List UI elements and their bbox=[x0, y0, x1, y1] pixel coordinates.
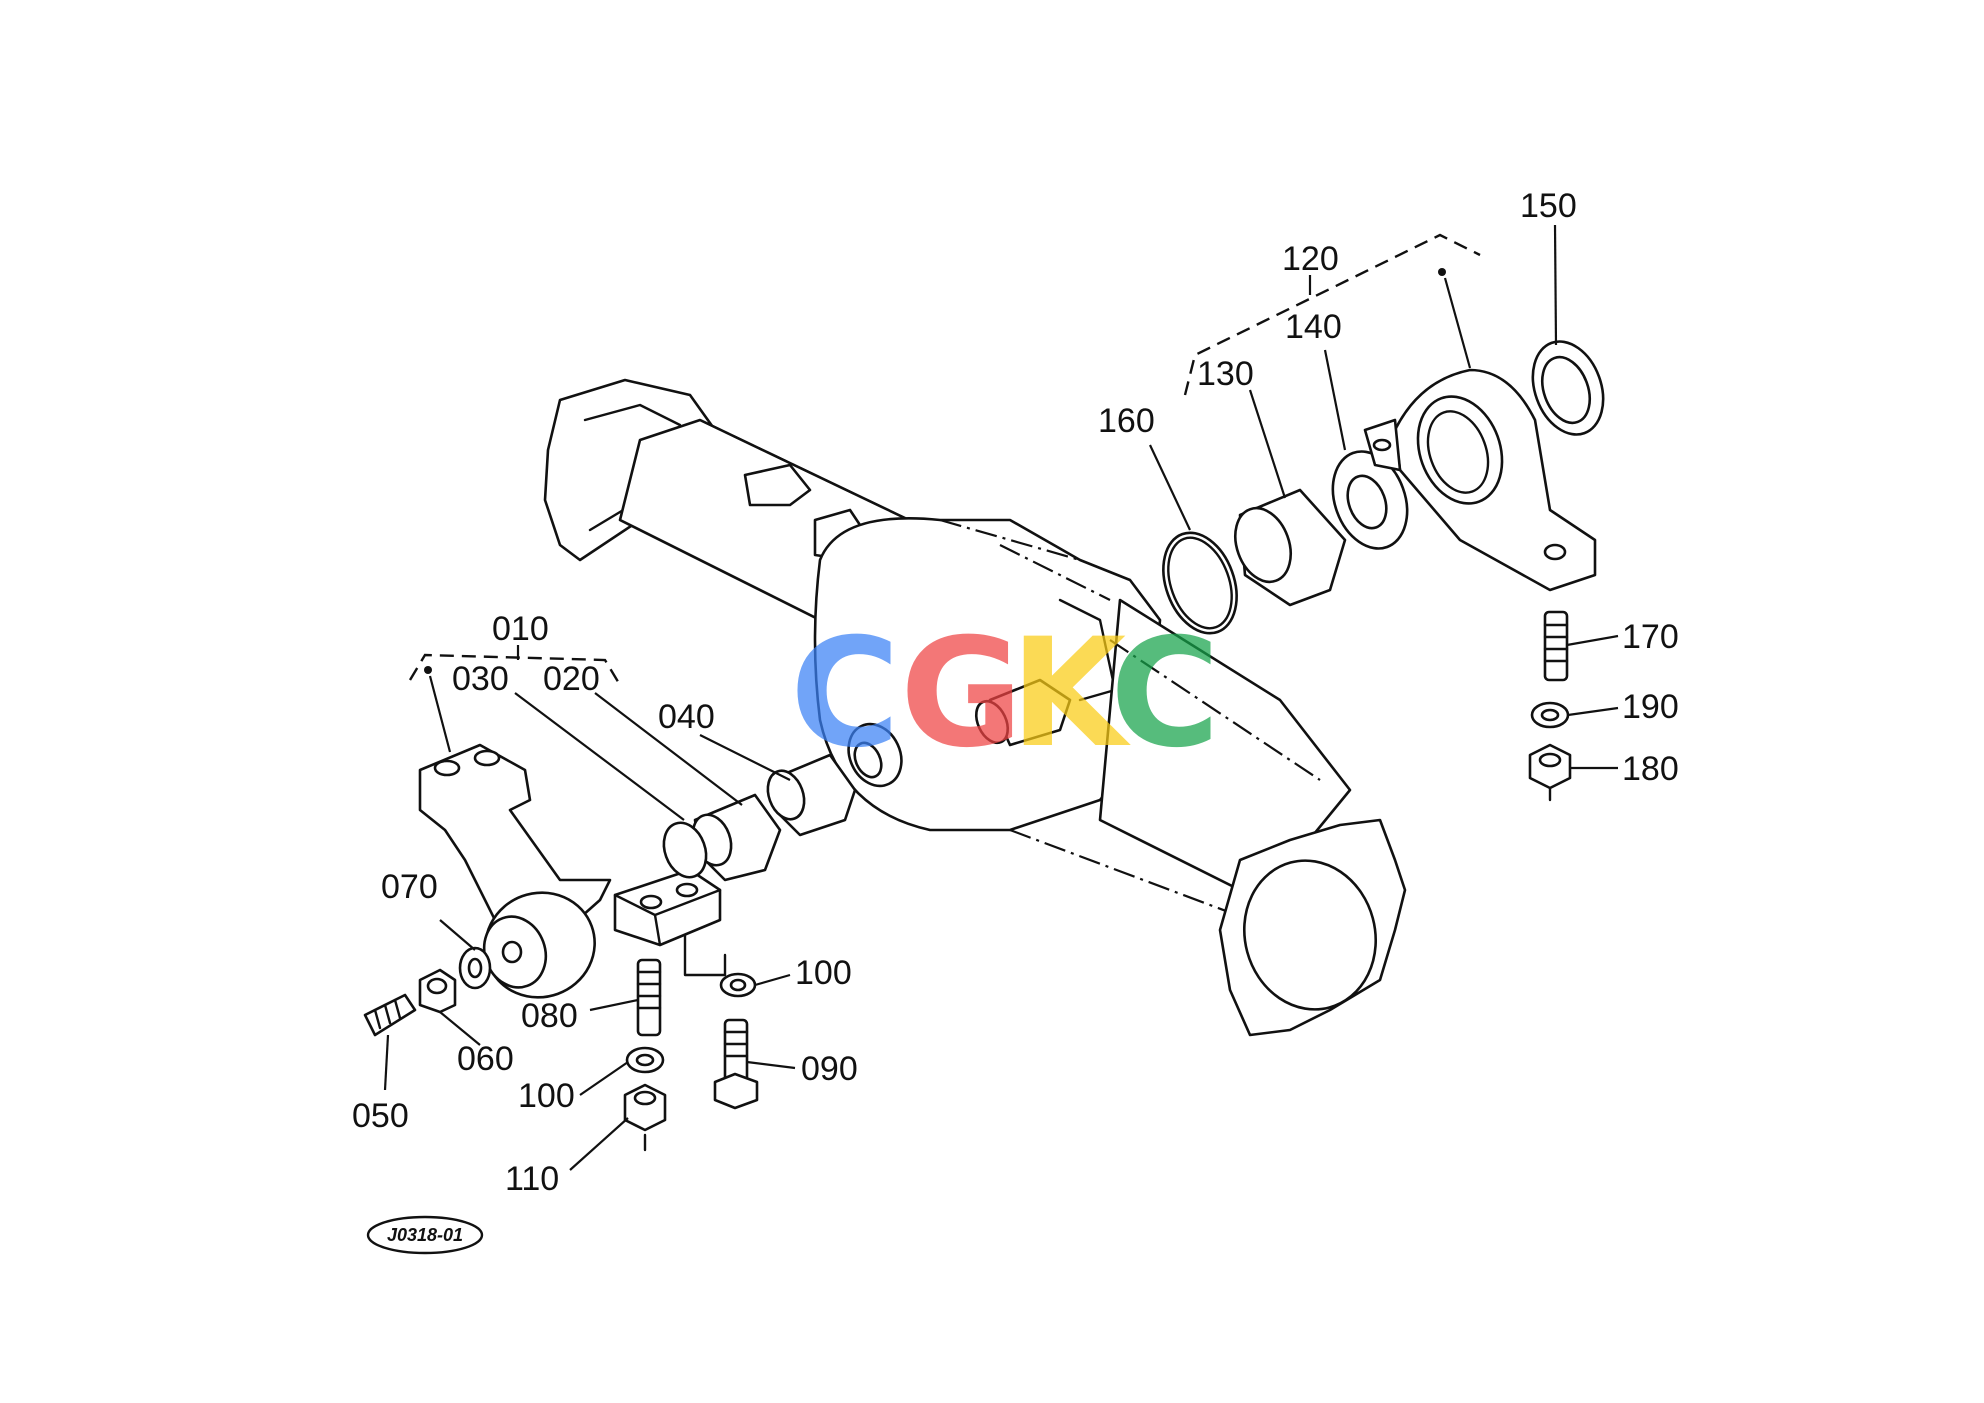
drawing-code: J0318-01 bbox=[387, 1225, 463, 1245]
label-090: 090 bbox=[801, 1050, 858, 1088]
watermark-letter-c1: C bbox=[790, 607, 900, 781]
nut-110 bbox=[623, 1083, 667, 1152]
label-070: 070 bbox=[381, 868, 438, 906]
bracket-link bbox=[683, 933, 727, 977]
thrust-washer-140 bbox=[1331, 450, 1409, 550]
watermark-logo: C G K C bbox=[790, 607, 1220, 781]
label-080: 080 bbox=[521, 997, 578, 1035]
oil-seal-150 bbox=[1531, 340, 1605, 436]
stud-080 bbox=[636, 958, 662, 1037]
oring-160 bbox=[1162, 531, 1238, 635]
drawing-code-stamp: J0318-01 bbox=[366, 1215, 484, 1255]
watermark-letter-g: G bbox=[900, 607, 1023, 781]
bearing-support bbox=[1363, 368, 1597, 592]
label-100-lower: 100 bbox=[518, 1077, 575, 1115]
label-160: 160 bbox=[1098, 402, 1155, 440]
bolt-090 bbox=[713, 1018, 759, 1110]
label-050: 050 bbox=[352, 1097, 409, 1135]
leader-lines bbox=[383, 224, 1619, 1171]
group-bracket-120 bbox=[1183, 233, 1481, 396]
bushing-040 bbox=[766, 753, 857, 837]
label-040: 040 bbox=[658, 698, 715, 736]
seal-030 bbox=[662, 821, 708, 879]
bushing-130 bbox=[1234, 488, 1347, 607]
washer-070 bbox=[458, 946, 492, 990]
washer-100-upper bbox=[719, 972, 757, 998]
label-130: 130 bbox=[1197, 355, 1254, 393]
label-060: 060 bbox=[457, 1040, 514, 1078]
washer-190 bbox=[1530, 701, 1570, 729]
axle-housing bbox=[543, 378, 1407, 1037]
nut-180 bbox=[1528, 743, 1572, 802]
label-100-upper: 100 bbox=[795, 954, 852, 992]
part-labels: 010 030 020 040 070 060 050 080 100 110 … bbox=[352, 187, 1679, 1198]
nut-060 bbox=[418, 968, 457, 1014]
watermark-letter-k: K bbox=[1010, 607, 1131, 781]
washer-100-lower bbox=[625, 1046, 665, 1074]
label-140: 140 bbox=[1285, 308, 1342, 346]
label-170: 170 bbox=[1622, 618, 1679, 656]
label-010: 010 bbox=[492, 610, 549, 648]
label-150: 150 bbox=[1520, 187, 1577, 225]
label-110: 110 bbox=[505, 1160, 559, 1198]
front-bracket bbox=[418, 743, 722, 999]
label-190: 190 bbox=[1622, 688, 1679, 726]
bolt-050 bbox=[363, 993, 417, 1037]
group-bracket-010 bbox=[408, 653, 622, 686]
label-030: 030 bbox=[452, 660, 509, 698]
stud-170 bbox=[1543, 610, 1569, 682]
label-020: 020 bbox=[543, 660, 600, 698]
label-180: 180 bbox=[1622, 750, 1679, 788]
label-120: 120 bbox=[1282, 240, 1339, 278]
watermark-letter-c2: C bbox=[1110, 607, 1220, 781]
